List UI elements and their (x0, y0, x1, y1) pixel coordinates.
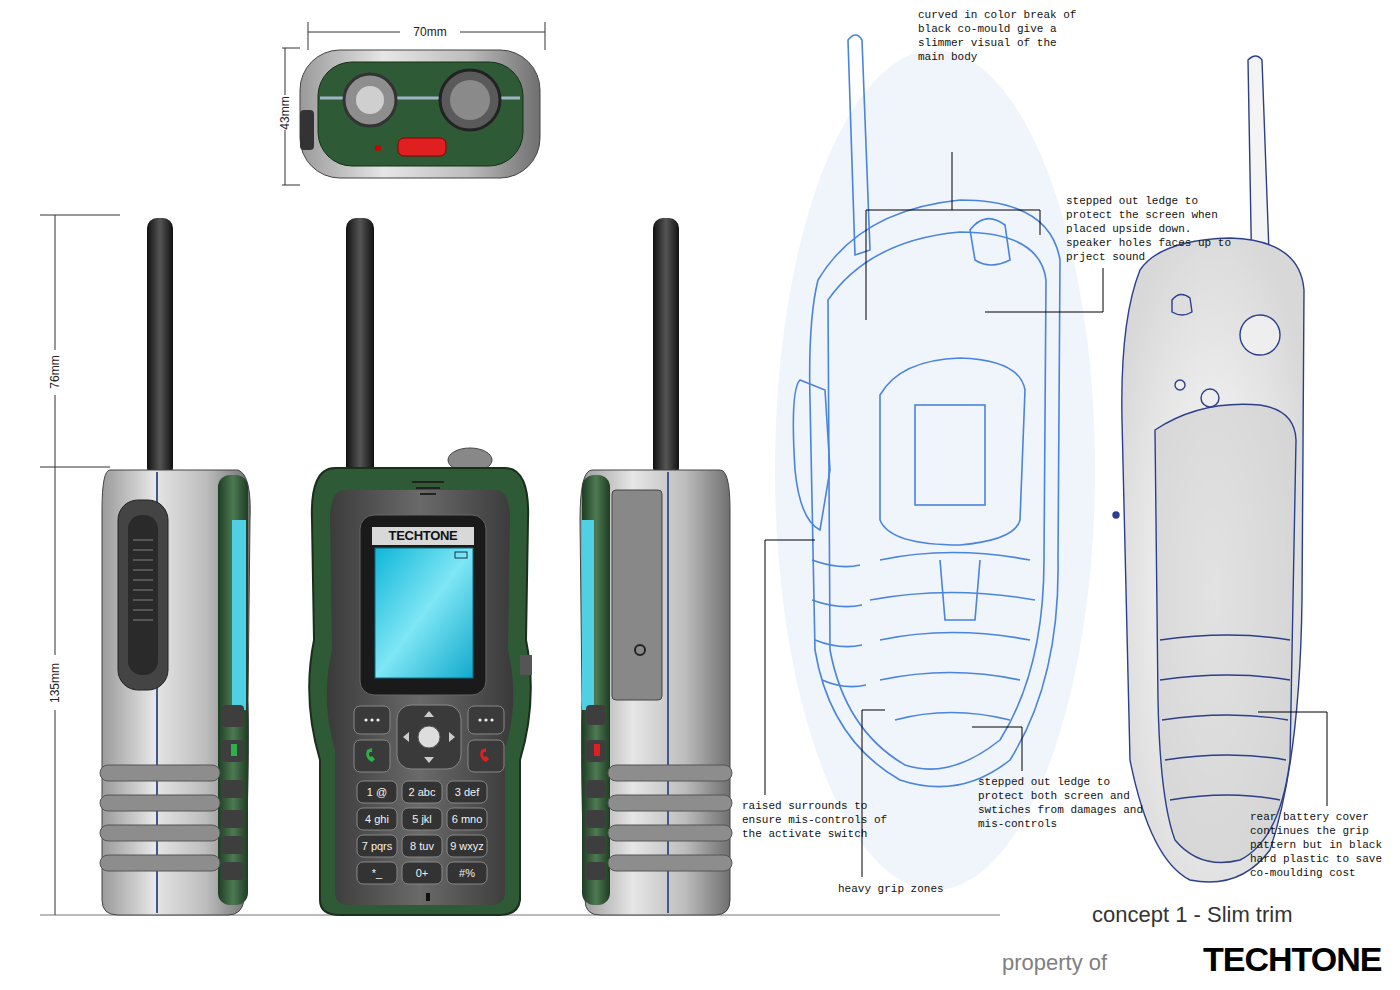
key-label: 7 pqrs (362, 840, 393, 852)
screen-logo: TECHTONE (389, 528, 458, 543)
design-note: curved in color break of black co-mould … (918, 8, 1088, 64)
ownership-note: property of (1002, 950, 1107, 976)
design-note: stepped out ledge to protect both screen… (978, 775, 1148, 831)
key-label: 9 wxyz (450, 840, 484, 852)
brand-mark: TECHTONE (1203, 940, 1381, 979)
key-label: 3 def (455, 786, 479, 798)
key-label: *_ (372, 867, 382, 879)
key-label: 0+ (416, 867, 429, 879)
dimension: 76mm (48, 355, 62, 388)
concept-title: concept 1 - Slim trim (1092, 902, 1293, 928)
design-note: rear battery cover continues the grip pa… (1250, 810, 1390, 880)
design-note: raised surrounds to ensure mis-controls … (742, 799, 897, 841)
key-label: 5 jkl (412, 813, 432, 825)
design-note: stepped out ledge to protect the screen … (1066, 194, 1244, 264)
key-label: 2 abc (409, 786, 436, 798)
dimension: 70mm (410, 25, 449, 39)
design-note: heavy grip zones (838, 882, 944, 896)
key-label: 6 mno (452, 813, 483, 825)
key-label: 4 ghi (365, 813, 389, 825)
key-label: #% (459, 867, 475, 879)
key-label: 8 tuv (410, 840, 434, 852)
dimension: 43mm (278, 96, 292, 129)
key-label: 1 @ (367, 786, 387, 798)
dimension: 135mm (48, 663, 62, 703)
